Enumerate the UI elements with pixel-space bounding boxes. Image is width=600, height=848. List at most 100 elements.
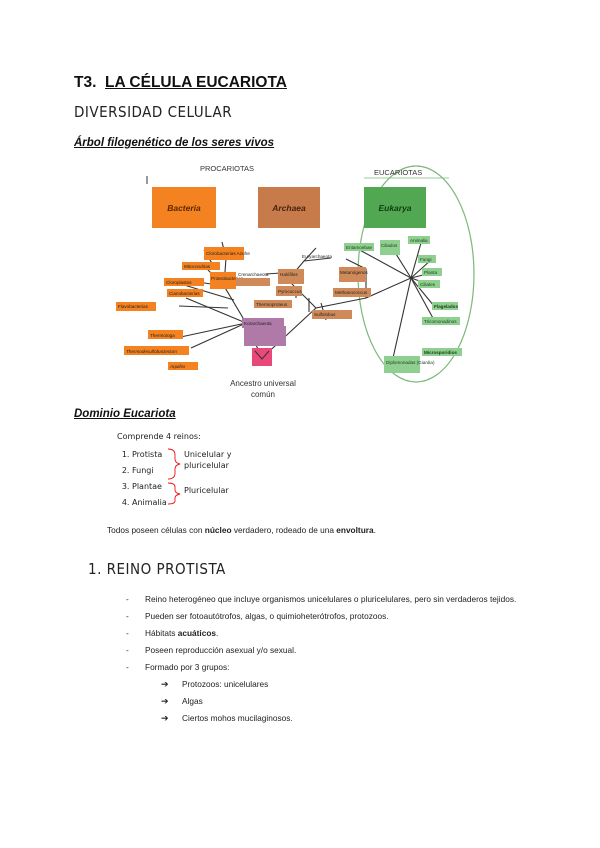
brace-pluricellular [167, 482, 181, 505]
archaea-group-label: Pyrococcus [278, 289, 302, 294]
eukarya-group-label: Ciliates [420, 282, 436, 287]
bacteria-group-box [164, 278, 204, 286]
brace-unicellular [167, 448, 181, 480]
title-number: T3. [74, 74, 97, 91]
reino-protista-heading: 1. REINO PROTISTA [88, 560, 226, 578]
envoltura-bold: envoltura [336, 525, 374, 535]
archaea-root-box [244, 326, 286, 346]
unicellular-label: Unicelular y pluricelular [184, 450, 232, 470]
eukarya-group-label: Entamoebae [346, 245, 372, 250]
archaea-group-label: Crenarchaeota [238, 272, 269, 277]
bullet-dash: - [126, 645, 129, 655]
pluricellular-label: Pluricelular [184, 486, 229, 495]
root-branch-lines [254, 350, 270, 360]
eukarya-group-box [418, 255, 436, 263]
protista-bullets: - Reino heterogéneo que incluye organismo… [126, 591, 546, 727]
eukarya-groups: Entamoebae Ciliados Animalia Fungi Plant… [344, 236, 462, 373]
eukarya-box [364, 187, 426, 228]
eukarya-group-label: Fungi [420, 257, 432, 262]
archaea-group-box [312, 310, 352, 319]
eukaryotes-label: EUCARIOTAS [374, 168, 422, 177]
sub-bullet-text: Algas [182, 696, 203, 706]
eukarya-group-label: Microsporidios [424, 350, 457, 355]
bacteria-group-label: Cianobacterias [169, 291, 200, 296]
archaea-group-label: Metanógenos [340, 270, 369, 275]
bacteria-group-label: Flavobacterias [118, 304, 149, 309]
archaea-groups: Crenarchaeota Euryarchaeota Halófilos Me… [236, 254, 371, 328]
bullet-item: -Hábitats acuáticos. [126, 625, 546, 642]
bacteria-group-box [148, 330, 183, 339]
archaea-group-label: Korarchaeota [244, 321, 272, 326]
bacteria-label: Bacteria [167, 203, 201, 213]
archaea-group-label: Halófilos [280, 272, 298, 277]
kingdom-item: Protista [132, 447, 201, 463]
tree-heading: Árbol filogenético de los seres vivos [74, 137, 275, 149]
nucleus-text-pre: Todos poseen células con [107, 525, 205, 535]
archaea-group-box [333, 288, 371, 297]
nucleus-text-end: . [373, 525, 376, 535]
bacteria-group-label: Cloroplastos [166, 280, 192, 285]
bullet-text: Reino heterogéneo que incluye organismos… [145, 594, 517, 604]
bacteria-group-box [204, 247, 244, 260]
bullet-item: - Formado por 3 grupos: [126, 659, 546, 676]
sub-bullet-item: ➔Protozoos: unicelulares [126, 676, 546, 693]
bullet-item: - Poseen reproducción asexual y/o sexual. [126, 642, 546, 659]
kingdom-brackets [167, 448, 181, 505]
bacteria-group-label: Thermodesulfobacterium [126, 349, 177, 354]
kingdom-item: Plantae [132, 479, 201, 495]
sub-bullet-item: ➔Algas [126, 693, 546, 710]
bacteria-groups: Clorobacterias Azufre Mitocondrias Prote… [116, 247, 250, 370]
eukarya-group-label: Ciliados [381, 243, 398, 248]
phylogenetic-tree-figure: PROCARIOTAS EUCARIOTAS Bacteria Archaea … [116, 164, 475, 399]
eukarya-group-box [384, 356, 420, 373]
bullet-text-end: . [216, 628, 219, 638]
document-title: T3. LA CÉLULA EUCARIOTA [74, 74, 287, 92]
bacteria-group-label: Mitocondrias [184, 264, 211, 269]
bullet-bold: acuáticos [177, 628, 217, 638]
root-marker [252, 348, 272, 366]
arrow-icon: ➔ [161, 679, 169, 689]
bullet-text: Pueden ser fotoautótrofos, algas, o quim… [145, 611, 389, 621]
korarchaeota-box [242, 318, 284, 328]
archaea-group-box [254, 300, 292, 308]
archaea-group-box [278, 269, 304, 284]
bacteria-group-box [168, 362, 198, 370]
bacteria-group-box [167, 289, 203, 297]
eukarya-group-label: Planta [424, 270, 437, 275]
eukarya-group-box [380, 240, 400, 255]
eukarya-group-box [344, 243, 374, 251]
eukarya-group-label: Diplomonadas (Giardia) [386, 360, 435, 365]
archaea-label: Archaea [271, 203, 306, 213]
bullet-item: - Pueden ser fotoautótrofos, algas, o qui… [126, 608, 546, 625]
archaea-box [258, 187, 320, 228]
eukarya-group-label: Tricomonadinos [424, 319, 457, 324]
nucleus-text-mid: verdadero, rodeado de una [231, 525, 337, 535]
eukarya-group-box [422, 348, 462, 356]
archaea-group-label: Thermoproteus [256, 302, 288, 307]
archaea-group-label: Euryarchaeota [302, 254, 332, 259]
bullet-dash: - [126, 611, 129, 621]
eukarya-group-box [432, 302, 458, 310]
section-heading-diversidad: DIVERSIDAD CELULAR [74, 103, 233, 121]
archaea-group-box [276, 286, 302, 296]
bullet-dash: - [126, 594, 129, 604]
eukarya-group-box [408, 236, 430, 244]
kingdoms-list: Protista Fungi Plantae Animalia [117, 447, 201, 511]
eukarya-group-box [422, 268, 442, 276]
bacteria-group-label: Proteobacterias [211, 276, 244, 281]
bullet-dash: - [126, 662, 129, 672]
bacteria-group-box [116, 302, 156, 311]
bacteria-group-label: Clorobacterias Azufre [206, 251, 250, 256]
eukarya-group-label: Animalia [410, 238, 428, 243]
bacteria-group-box [182, 262, 220, 270]
kingdoms-intro: Comprende 4 reinos: [117, 432, 201, 441]
archaea-group-label: Methanococcus [335, 290, 368, 295]
title-text: LA CÉLULA EUCARIOTA [105, 74, 287, 91]
root-label-line-1: Ancestro universal [230, 379, 296, 388]
bullet-text: Formado por 3 grupos: [145, 662, 230, 672]
nucleus-sentence: Todos poseen células con núcleo verdader… [107, 525, 376, 535]
root-label-line-2: común [251, 390, 275, 399]
eukaryote-domain-heading: Dominio Eucariota [74, 408, 176, 420]
bacteria-group-box [210, 272, 236, 289]
bullet-text: Poseen reproducción asexual y/o sexual. [145, 645, 297, 655]
